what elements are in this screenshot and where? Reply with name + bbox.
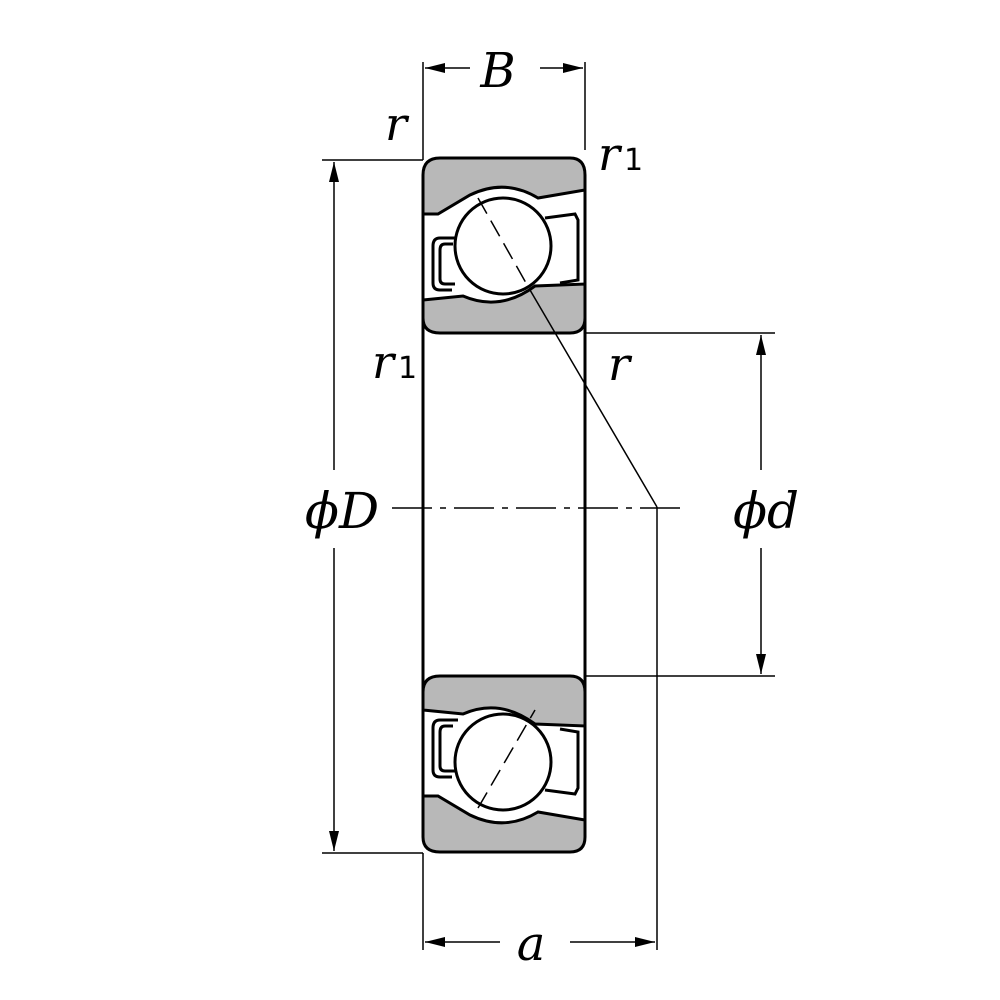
ball-top bbox=[453, 196, 553, 296]
cage-bottom bbox=[431, 718, 580, 796]
label-load-center: a bbox=[517, 916, 546, 972]
inner-ring-bottom bbox=[421, 674, 587, 728]
label-chamfer-top-left: r bbox=[385, 97, 410, 151]
label-width: B bbox=[479, 43, 515, 99]
dimension-load-center bbox=[422, 507, 658, 950]
dimension-outer-diameter bbox=[322, 159, 423, 854]
contact-angle-lines bbox=[477, 197, 658, 809]
label-outer-diameter: ϕD bbox=[305, 482, 379, 540]
outer-ring-bottom bbox=[421, 794, 587, 854]
label-bore-diameter: ϕd bbox=[733, 482, 799, 540]
cage-top bbox=[431, 212, 580, 292]
dimension-bore-diameter bbox=[585, 332, 775, 677]
ball-bottom bbox=[453, 712, 553, 812]
outer-ring-top bbox=[421, 156, 587, 216]
dimension-width bbox=[422, 62, 586, 160]
label-chamfer-inner-right: r bbox=[608, 337, 633, 391]
inner-ring-top bbox=[421, 282, 587, 335]
